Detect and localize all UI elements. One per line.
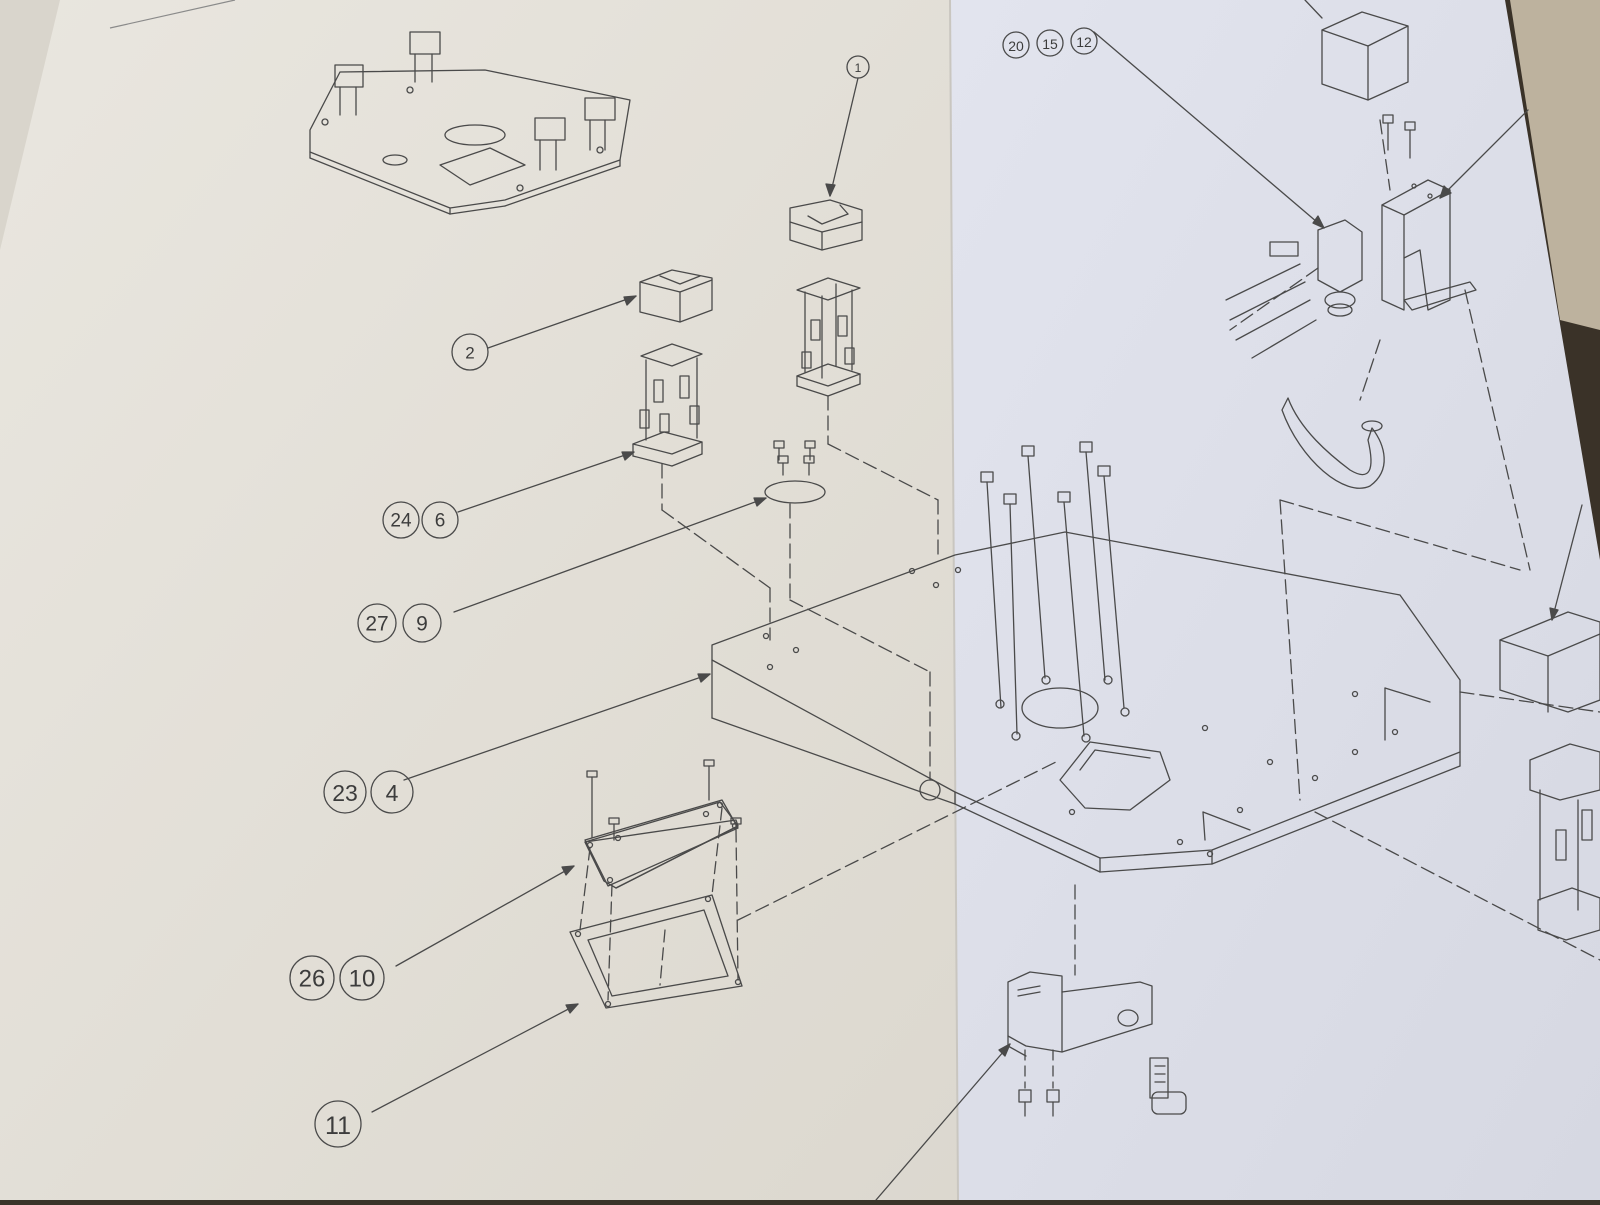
callout-24-label: 24 — [390, 511, 412, 532]
leader-1 — [829, 77, 859, 197]
hose-end — [1361, 420, 1383, 432]
leader-4 — [403, 673, 711, 781]
long-bolts — [980, 441, 1125, 737]
leader-11-arrow — [565, 1003, 579, 1014]
leader-bracket-arrow — [1439, 185, 1452, 199]
callout-9-circle — [402, 603, 442, 643]
callout-6-label: 6 — [435, 511, 446, 532]
bottom-dashed-lines — [1024, 1049, 1054, 1089]
callout-12-label: 12 — [1076, 34, 1092, 50]
callout-10-label: 10 — [349, 966, 376, 993]
leader-2 — [487, 295, 637, 349]
part-9-plate — [764, 480, 826, 504]
leader-12-arrow — [1312, 215, 1325, 229]
part-10-cover-plate — [584, 799, 739, 889]
right-edge-pillar — [1529, 743, 1600, 941]
part-11-frame — [569, 894, 743, 1009]
part-9-screws — [773, 440, 816, 476]
callout-4-circle — [370, 770, 414, 814]
part-1-block — [789, 199, 863, 251]
left-page — [0, 0, 958, 1200]
right-lower-block — [1499, 611, 1600, 713]
callout-27-circle — [357, 603, 397, 643]
part-10-screws — [586, 759, 742, 841]
leader-bottom — [875, 1043, 1011, 1201]
leader-2-arrow — [623, 295, 637, 306]
leader-6 — [457, 451, 635, 513]
callout-23-label: 23 — [332, 780, 358, 806]
part-1-pillar-set — [796, 277, 861, 397]
part-12-valve — [1225, 219, 1363, 359]
hose — [1281, 397, 1385, 489]
callout-1-label: 1 — [855, 61, 862, 75]
fitting — [1149, 1057, 1187, 1115]
leader-lower-block — [1551, 504, 1583, 621]
leader-10 — [395, 865, 575, 967]
leader-10-arrow — [561, 865, 575, 876]
callout-26-label: 26 — [299, 966, 326, 993]
callout-26-circle — [289, 955, 335, 1001]
callout-1-circle — [846, 55, 870, 79]
callout-2-label: 2 — [465, 344, 474, 363]
callout-12-circle — [1070, 27, 1098, 55]
callout-24-circle — [382, 501, 420, 539]
callout-9-label: 9 — [416, 613, 428, 636]
callout-15-label: 15 — [1042, 36, 1058, 52]
bottom-screws — [1018, 1089, 1060, 1117]
callout-2-circle — [451, 333, 489, 371]
overview-assembly — [309, 31, 631, 215]
callout-23-circle — [323, 770, 367, 814]
leader-top — [1304, 0, 1323, 19]
leader-9 — [453, 497, 767, 613]
leader-lower-block-arrow — [1549, 607, 1559, 621]
leader-bottom-arrow — [998, 1043, 1011, 1057]
leader-6-arrow — [621, 451, 635, 461]
callout-10-circle — [339, 955, 385, 1001]
callout-15-circle — [1036, 29, 1064, 57]
leader-12 — [1093, 31, 1325, 229]
callout-20-circle — [1002, 31, 1030, 59]
page-fold — [949, 0, 959, 1201]
part-2-block — [639, 269, 713, 323]
leader-1-arrow — [825, 183, 836, 197]
leader-9-arrow — [753, 497, 767, 507]
stack-edge-right — [1510, 0, 1600, 330]
callout-4-label: 4 — [386, 780, 399, 806]
leader-11 — [371, 1003, 579, 1113]
right-page — [950, 0, 1600, 1200]
right-top-block — [1321, 11, 1409, 101]
part-4-base-plate — [711, 531, 1461, 873]
border-line — [109, 0, 236, 29]
callout-6-circle — [421, 501, 459, 539]
callout-11-circle — [314, 1100, 362, 1148]
assembly-dashed-lines — [661, 119, 1600, 976]
right-screws — [1382, 114, 1416, 159]
cover-dashed-lines — [579, 807, 739, 1001]
part-2-pillar-set — [632, 343, 703, 467]
leader-4-arrow — [697, 673, 711, 683]
bottom-bracket — [1007, 971, 1153, 1057]
callout-20-label: 20 — [1008, 38, 1024, 54]
callout-11-label: 11 — [325, 1112, 351, 1140]
leader-bracket — [1439, 109, 1529, 199]
callout-27-label: 27 — [365, 613, 388, 636]
